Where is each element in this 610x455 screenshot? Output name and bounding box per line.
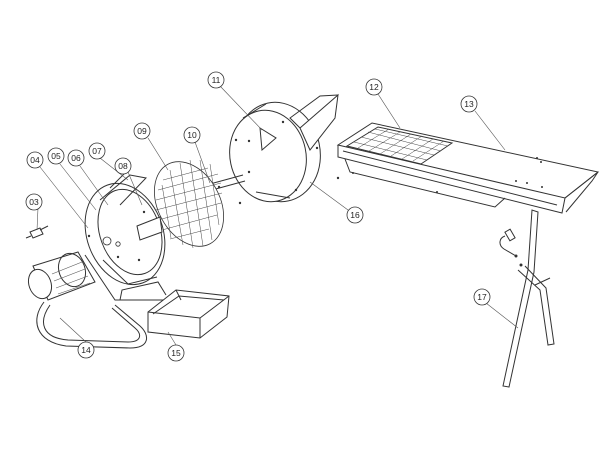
callout-14: 14 <box>77 341 95 359</box>
callout-04: 04 <box>26 151 44 169</box>
callout-label: 16 <box>350 210 360 220</box>
callout-label: 08 <box>118 161 128 171</box>
part-shaft <box>209 138 246 205</box>
callout-06: 06 <box>67 149 85 167</box>
screen-mesh <box>155 159 223 249</box>
callout-label: 07 <box>92 146 102 156</box>
callout-15: 15 <box>167 344 185 362</box>
callout-16: 16 <box>346 206 364 224</box>
part-fan-housing <box>229 93 340 203</box>
callout-10: 10 <box>183 126 201 144</box>
callout-13: 13 <box>460 95 478 113</box>
callout-label: 17 <box>477 292 487 302</box>
callout-label: 06 <box>71 153 81 163</box>
callout-label: 09 <box>137 126 147 136</box>
callout-12: 12 <box>365 78 383 96</box>
callout-label: 04 <box>30 155 40 165</box>
part-drum-assembly <box>84 171 167 301</box>
part-mesh-screen <box>154 159 224 249</box>
callout-label: 15 <box>171 348 181 358</box>
part-motor <box>27 251 96 301</box>
part-tube-frame <box>36 301 148 349</box>
callout-17: 17 <box>473 288 491 306</box>
callout-label: 12 <box>369 82 379 92</box>
tray-mesh <box>353 128 449 162</box>
callout-07: 07 <box>88 142 106 160</box>
callout-08: 08 <box>114 157 132 175</box>
callout-label: 14 <box>81 345 91 355</box>
callout-label: 10 <box>187 130 197 140</box>
callout-03: 03 <box>25 193 43 211</box>
callout-11: 11 <box>207 71 225 89</box>
part-small-fitting <box>25 225 49 239</box>
callout-09: 09 <box>133 122 151 140</box>
part-tray <box>336 122 600 214</box>
part-stand <box>499 209 555 388</box>
callout-label: 03 <box>29 197 39 207</box>
leader-lines <box>36 85 519 346</box>
part-collection-box <box>147 289 230 339</box>
callout-05: 05 <box>47 147 65 165</box>
callout-label: 13 <box>464 99 474 109</box>
callout-label: 11 <box>212 75 221 85</box>
callout-label: 05 <box>51 151 61 161</box>
